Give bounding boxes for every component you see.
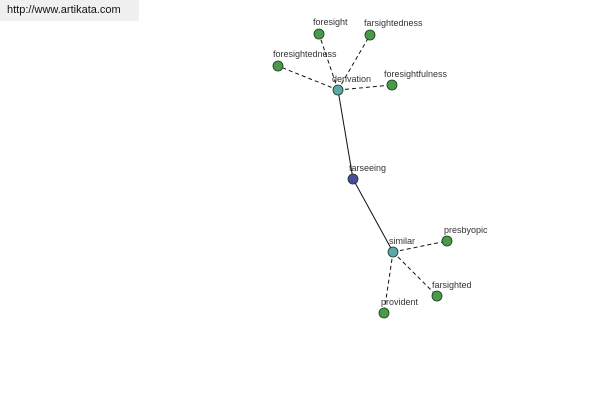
- node-similar-circle[interactable]: [387, 246, 399, 258]
- node-foresight-circle[interactable]: [313, 28, 325, 40]
- node-derivation-label: derivation: [332, 74, 371, 84]
- nodes-layer: farseeing derivation similar foresight farsi…: [272, 17, 488, 319]
- node-foresightedness[interactable]: foresightedness: [272, 49, 337, 72]
- edge-similar-provident: [383, 251, 394, 314]
- node-farseeing[interactable]: farseeing: [347, 163, 386, 185]
- node-foresightfulness-label: foresightfulness: [384, 69, 448, 79]
- node-farseeing-label: farseeing: [349, 163, 386, 173]
- edge-farseeing-derivation: [337, 89, 354, 180]
- edges-layer: [277, 33, 448, 314]
- node-farsighted-circle[interactable]: [431, 290, 443, 302]
- edge-derivation-farsightedness: [337, 34, 371, 91]
- edge-farseeing-similar: [352, 178, 394, 253]
- node-foresightfulness-circle[interactable]: [386, 79, 398, 91]
- node-provident-circle[interactable]: [378, 307, 390, 319]
- node-presbyopic-label: presbyopic: [444, 225, 488, 235]
- node-farsightedness-circle[interactable]: [364, 29, 376, 41]
- node-similar-label: similar: [389, 236, 415, 246]
- node-farsightedness[interactable]: farsightedness: [364, 18, 423, 41]
- watermark-url: http://www.artikata.com: [0, 0, 139, 21]
- node-similar[interactable]: similar: [387, 236, 415, 258]
- node-foresightedness-label: foresightedness: [273, 49, 337, 59]
- node-provident-label: provident: [381, 297, 419, 307]
- edge-derivation-foresight: [318, 33, 339, 91]
- node-foresightfulness[interactable]: foresightfulness: [384, 69, 448, 91]
- node-farseeing-circle[interactable]: [347, 173, 359, 185]
- edge-similar-presbyopic: [392, 240, 448, 253]
- edge-derivation-foresightfulness: [337, 84, 393, 91]
- node-foresight-label: foresight: [313, 17, 348, 27]
- node-farsighted[interactable]: farsighted: [431, 280, 472, 302]
- node-farsightedness-label: farsightedness: [364, 18, 423, 28]
- node-derivation[interactable]: derivation: [332, 74, 371, 96]
- node-presbyopic-circle[interactable]: [441, 235, 453, 247]
- edge-similar-farsighted: [392, 251, 438, 297]
- node-foresightedness-circle[interactable]: [272, 60, 284, 72]
- node-provident[interactable]: provident: [378, 297, 419, 319]
- node-foresight[interactable]: foresight: [313, 17, 348, 40]
- node-farsighted-label: farsighted: [432, 280, 472, 290]
- edge-derivation-foresightedness: [277, 65, 339, 91]
- node-presbyopic[interactable]: presbyopic: [441, 225, 488, 247]
- node-derivation-circle[interactable]: [332, 84, 344, 96]
